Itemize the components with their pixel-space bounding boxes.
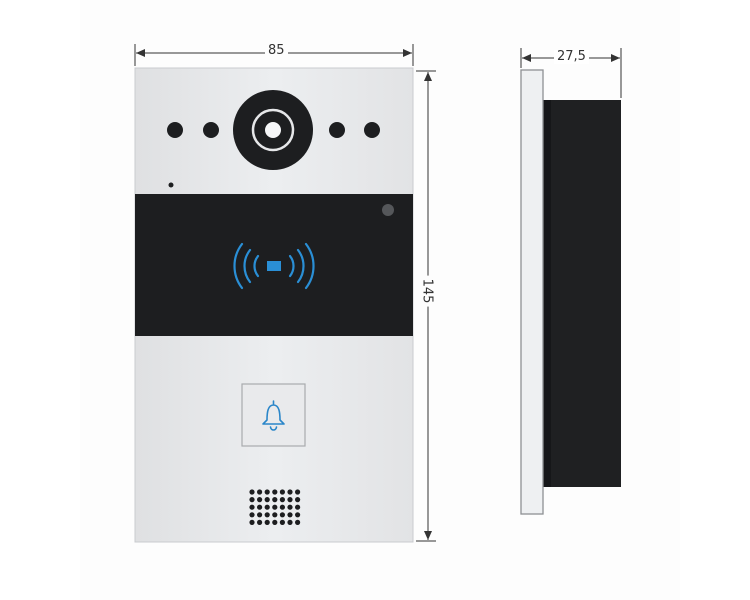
speaker-hole — [295, 497, 301, 503]
speaker-hole — [264, 512, 270, 518]
speaker-hole — [272, 519, 278, 526]
indicator-dot-1 — [167, 122, 183, 138]
speaker-hole — [279, 512, 285, 518]
call-button — [241, 383, 306, 447]
speaker-hole — [249, 512, 255, 518]
speaker-hole — [249, 497, 255, 503]
speaker-hole — [287, 489, 293, 495]
speaker-hole — [295, 489, 301, 495]
speaker-hole — [257, 497, 263, 503]
speaker-hole — [272, 512, 278, 518]
rfid-wave-icon — [233, 242, 315, 290]
height-dimension-label: 145 — [419, 275, 434, 307]
side-body — [543, 100, 621, 487]
speaker-hole — [295, 504, 301, 510]
speaker-hole — [264, 489, 270, 495]
speaker-hole — [279, 489, 285, 495]
speaker-hole — [279, 497, 285, 503]
speaker-hole — [264, 504, 270, 510]
speaker-hole — [272, 497, 278, 503]
side-body-shadow — [543, 100, 551, 487]
speaker-hole — [287, 512, 293, 518]
speaker-hole — [257, 504, 263, 510]
speaker-hole — [295, 512, 301, 518]
speaker-hole — [264, 497, 270, 503]
speaker-hole — [257, 519, 263, 526]
speaker-hole — [249, 504, 255, 510]
speaker-hole — [295, 519, 301, 526]
bell-icon — [262, 400, 285, 431]
indicator-dot-3 — [329, 122, 345, 138]
speaker-hole — [257, 512, 263, 518]
front-view — [134, 67, 414, 543]
camera-lens-icon — [233, 90, 313, 170]
speaker-hole — [287, 519, 293, 526]
indicator-dot-4 — [364, 122, 380, 138]
led-indicator-icon — [382, 204, 394, 216]
speaker-hole — [272, 504, 278, 510]
speaker-hole — [287, 497, 293, 503]
speaker-hole — [249, 519, 255, 526]
speaker-hole — [272, 489, 278, 495]
microphone-hole-icon — [168, 182, 174, 188]
speaker-hole — [279, 519, 285, 526]
depth-dimension-label: 27,5 — [554, 50, 589, 64]
width-dimension-label: 85 — [265, 44, 288, 58]
speaker-hole — [257, 489, 263, 495]
speaker-hole — [264, 519, 270, 526]
speaker-hole — [279, 504, 285, 510]
speaker-hole — [287, 504, 293, 510]
side-faceplate — [520, 69, 544, 515]
side-view — [520, 69, 621, 515]
speaker-grille-icon — [249, 489, 301, 526]
indicator-dot-2 — [203, 122, 219, 138]
speaker-hole — [249, 489, 255, 495]
